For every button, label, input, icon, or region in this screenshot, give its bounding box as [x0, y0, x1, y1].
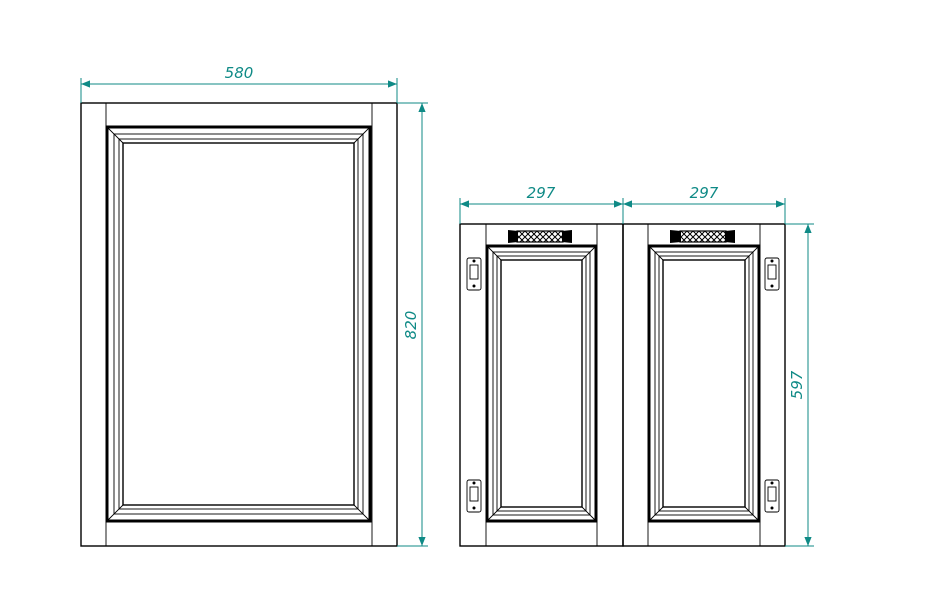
handle-icon — [670, 230, 735, 243]
hinge-icon — [764, 479, 780, 513]
small-door-left — [459, 223, 624, 547]
dim-large-height-label: 820 — [402, 311, 420, 340]
small-door-right — [622, 223, 786, 547]
dim-small-right-width-label: 297 — [690, 184, 719, 202]
dim-large-width-label: 580 — [225, 64, 254, 82]
hinge-icon — [466, 257, 482, 291]
dim-small-left-width-label: 297 — [527, 184, 556, 202]
hinge-icon — [764, 257, 780, 291]
large-door — [80, 102, 398, 547]
hinge-icon — [466, 479, 482, 513]
handle-icon — [508, 230, 572, 243]
dim-small-height-label: 597 — [788, 370, 806, 399]
